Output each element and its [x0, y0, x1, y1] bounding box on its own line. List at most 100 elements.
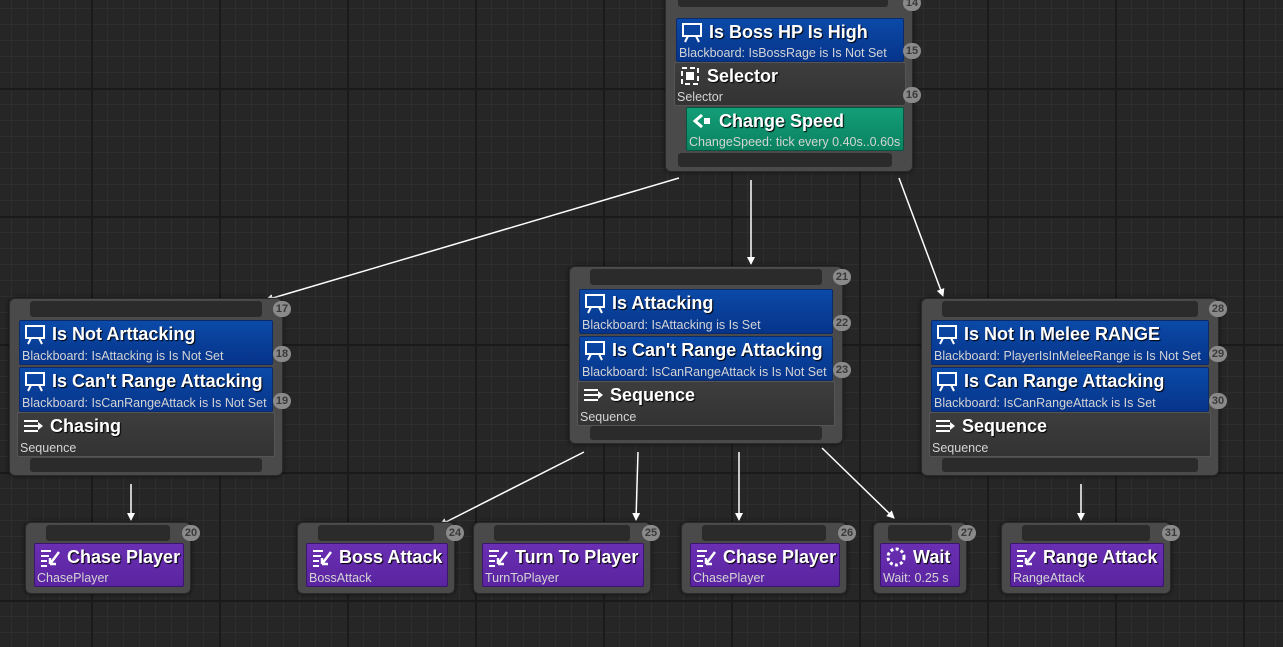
input-pin[interactable]: [30, 301, 262, 317]
index-badge: 29: [1209, 346, 1227, 362]
decorator-is-boss-hp-is-high[interactable]: Is Boss HP Is High Blackboard: IsBossRag…: [676, 18, 904, 62]
task-icon: [311, 546, 333, 568]
task-subtitle: RangeAttack: [1013, 571, 1085, 585]
sequence-icon: [22, 415, 44, 437]
decorator-subtitle: Blackboard: PlayerIsInMeleeRange is Is N…: [934, 349, 1201, 363]
output-pin[interactable]: [942, 458, 1198, 472]
task-boss-attack[interactable]: Boss Attack BossAttack: [306, 543, 448, 587]
index-badge: 18: [273, 346, 291, 362]
task-node-chase-player-2[interactable]: 26 Chase Player ChasePlayer: [681, 522, 856, 594]
task-title: Chase Player: [67, 546, 181, 567]
chasing-sequence-node[interactable]: 17 Is Not Arttacking Blackboard: IsAttac…: [9, 298, 291, 476]
decorator-subtitle: Blackboard: IsCanRangeAttack is Is Not S…: [22, 396, 267, 410]
index-badge: 28: [1209, 301, 1227, 317]
composite-title: Sequence: [962, 415, 1048, 436]
composite-subtitle: Sequence: [580, 410, 637, 424]
task-title: Turn To Player: [515, 546, 639, 567]
task-icon: [1015, 546, 1037, 568]
decorator-is-not-in-melee-range[interactable]: Is Not In Melee RANGE Blackboard: Player…: [931, 320, 1209, 365]
range-sequence-node[interactable]: 28 Is Not In Melee RANGE Blackboard: Pla…: [921, 298, 1227, 476]
decorator-is-cant-range-attacking[interactable]: Is Can't Range Attacking Blackboard: IsC…: [19, 367, 273, 412]
input-pin[interactable]: [46, 525, 170, 541]
index-badge: 19: [273, 393, 291, 409]
task-turn-to-player[interactable]: Turn To Player TurnToPlayer: [482, 543, 644, 587]
index-badge: 17: [273, 301, 291, 317]
decorator-title: Is Not Arttacking: [52, 323, 196, 344]
composite-selector[interactable]: Selector Selector: [674, 62, 906, 106]
decorator-is-not-attacking[interactable]: Is Not Arttacking Blackboard: IsAttackin…: [19, 320, 273, 365]
decorator-is-attacking[interactable]: Is Attacking Blackboard: IsAttacking is …: [579, 289, 833, 334]
task-node-wait[interactable]: 27 Wait Wait: 0.25 s: [873, 522, 976, 594]
sequence-icon: [934, 415, 956, 437]
index-badge: 21: [833, 269, 851, 285]
decorator-subtitle: Blackboard: IsAttacking is Is Not Set: [22, 349, 224, 363]
decorator-is-cant-range-attacking[interactable]: Is Can't Range Attacking Blackboard: IsC…: [579, 336, 833, 381]
decorator-title: Is Can't Range Attacking: [52, 370, 263, 391]
task-wait[interactable]: Wait Wait: 0.25 s: [880, 543, 960, 587]
input-pin[interactable]: [702, 525, 826, 541]
wire-middle-to-turn: [632, 451, 641, 521]
decorator-title: Is Can't Range Attacking: [612, 339, 823, 360]
task-title: Wait: [913, 546, 951, 567]
wire-middle-to-boss-attack: [439, 451, 585, 526]
attack-sequence-node[interactable]: 21 Is Attacking Blackboard: IsAttacking …: [569, 266, 851, 444]
task-range-attack[interactable]: Range Attack RangeAttack: [1010, 543, 1164, 587]
wait-icon: [885, 546, 907, 568]
blackboard-icon: [24, 370, 46, 392]
composite-subtitle: Selector: [677, 90, 723, 104]
output-pin[interactable]: [678, 153, 892, 167]
input-pin[interactable]: [888, 525, 952, 541]
wire-root-to-right: [898, 177, 945, 297]
sequence-icon: [582, 384, 604, 406]
decorator-is-can-range-attacking[interactable]: Is Can Range Attacking Blackboard: IsCan…: [931, 367, 1209, 412]
composite-chasing[interactable]: Chasing Sequence: [17, 412, 275, 457]
wire-middle-to-wait: [821, 447, 895, 519]
service-title: Change Speed: [719, 110, 845, 131]
input-pin[interactable]: [318, 525, 434, 541]
task-icon: [695, 546, 717, 568]
selector-node[interactable]: 14 Is Boss HP Is High Blackboard: IsBoss…: [665, 0, 921, 172]
index-badge: 16: [903, 87, 921, 103]
input-pin[interactable]: [942, 301, 1198, 317]
selector-icon: [679, 65, 701, 87]
decorator-subtitle: Blackboard: IsBossRage is Is Not Set: [679, 46, 887, 60]
task-chase-player[interactable]: Chase Player ChasePlayer: [34, 543, 184, 587]
index-badge: 15: [903, 43, 921, 59]
service-change-speed[interactable]: Change Speed ChangeSpeed: tick every 0.4…: [686, 107, 904, 151]
composite-sequence[interactable]: Sequence Sequence: [929, 412, 1211, 457]
decorator-title: Is Not In Melee RANGE: [964, 323, 1161, 344]
index-badge: 14: [903, 0, 921, 11]
decorator-title: Is Can Range Attacking: [964, 370, 1165, 391]
task-subtitle: ChasePlayer: [37, 571, 109, 585]
input-pin[interactable]: [678, 0, 888, 7]
decorator-subtitle: Blackboard: IsAttacking is Is Set: [582, 318, 761, 332]
decorator-subtitle: Blackboard: IsCanRangeAttack is Is Set: [934, 396, 1156, 410]
task-node-chase-player[interactable]: 20 Chase Player ChasePlayer: [25, 522, 200, 594]
input-pin[interactable]: [494, 525, 630, 541]
index-badge: 30: [1209, 393, 1227, 409]
blackboard-icon: [936, 323, 958, 345]
composite-subtitle: Sequence: [932, 441, 989, 455]
output-pin[interactable]: [590, 426, 822, 440]
composite-title: Sequence: [610, 384, 696, 405]
task-chase-player[interactable]: Chase Player ChasePlayer: [690, 543, 840, 587]
index-badge: 23: [833, 362, 851, 378]
decorator-title: Is Boss HP Is High: [709, 21, 868, 42]
task-title: Range Attack: [1043, 546, 1158, 567]
task-node-range-attack[interactable]: 31 Range Attack RangeAttack: [1001, 522, 1180, 594]
task-node-turn-to-player[interactable]: 25 Turn To Player TurnToPlayer: [473, 522, 660, 594]
task-title: Chase Player: [723, 546, 837, 567]
service-icon: [691, 110, 713, 132]
index-badge: 20: [182, 525, 200, 541]
task-subtitle: Wait: 0.25 s: [883, 571, 949, 585]
input-pin[interactable]: [590, 269, 822, 285]
blackboard-icon: [584, 339, 606, 361]
decorator-subtitle: Blackboard: IsCanRangeAttack is Is Not S…: [582, 365, 827, 379]
composite-sequence[interactable]: Sequence Sequence: [577, 381, 835, 426]
output-pin[interactable]: [30, 458, 262, 472]
index-badge: 25: [642, 525, 660, 541]
input-pin[interactable]: [1022, 525, 1150, 541]
task-node-boss-attack[interactable]: 24 Boss Attack BossAttack: [297, 522, 464, 594]
blackboard-icon: [681, 21, 703, 43]
